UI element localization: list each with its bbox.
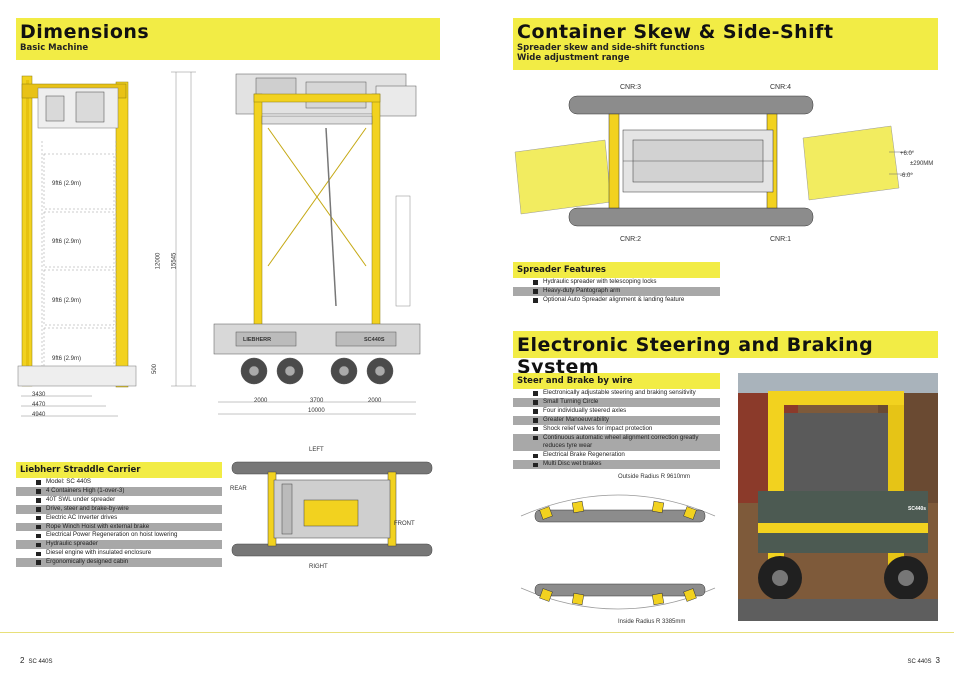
carrier-features-heading: Liebherr Straddle Carrier <box>16 462 222 478</box>
dimensions-banner: Dimensions Basic Machine <box>16 18 440 60</box>
front-brand-label: LIEBHERR <box>243 337 272 343</box>
dimensions-title: Dimensions <box>20 21 150 43</box>
skew-subtitle-1: Spreader skew and side-shift functions <box>517 43 705 53</box>
list-item: Ergonomically designed cabin <box>16 558 222 568</box>
skew-subtitle-2: Wide adjustment range <box>517 53 630 63</box>
skew-angle-minus: -6.0° <box>900 173 913 179</box>
straddle-carrier-photo: SC440s <box>738 373 938 621</box>
height-dim-15545: 15545 <box>171 252 178 270</box>
list-item: Diesel engine with insulated enclosure <box>16 549 222 559</box>
side-dim-3: 9ft6 (2.9m) <box>52 298 82 304</box>
steering-title: Electronic Steering and Braking System <box>517 334 874 378</box>
spreader-features-heading: Spreader Features <box>513 262 720 278</box>
list-item: Electrical Power Regeneration on hoist l… <box>16 531 222 541</box>
list-item: Rope Winch Hoist with external brake <box>16 522 222 532</box>
list-item: Four individually steered axles <box>513 406 720 416</box>
list-item: Multi Disc wet brakes <box>513 460 720 470</box>
list-item: Continuous automatic wheel alignment cor… <box>513 433 720 452</box>
side-dim-4: 9ft6 (2.9m) <box>52 356 82 362</box>
width-dim-4470: 4470 <box>32 402 46 408</box>
steering-features-heading: Steer and Brake by wire <box>513 373 720 389</box>
outside-radius-label: Outside Radius R 9610mm <box>618 474 691 480</box>
front-model-tag: SC440S <box>364 337 385 343</box>
carrier-features-box: Liebherr Straddle Carrier Model: SC 440S… <box>16 462 222 568</box>
corner-1-label: CNR:1 <box>770 236 792 243</box>
right-page-number: 3 <box>935 656 940 665</box>
carrier-features-list: Model: SC 440S 4 Containers High (1-over… <box>16 478 222 568</box>
side-elevation-drawing <box>17 71 196 417</box>
corner-4-label: CNR:4 <box>770 84 792 91</box>
side-shift-range: ±290MM <box>910 161 934 167</box>
corner-2-label: CNR:2 <box>620 236 642 243</box>
photo-model-badge: SC440s <box>908 506 927 512</box>
list-item: 40T SWL under spreader <box>16 495 222 505</box>
steering-features-box: Steer and Brake by wire Electronically a… <box>513 373 720 470</box>
corner-3-label: CNR:3 <box>620 84 642 91</box>
list-item: Heavy-duty Pantograph arm <box>513 286 720 296</box>
turning-inside-diagram <box>520 583 716 610</box>
front-elevation-drawing <box>213 73 421 415</box>
list-item: Greater Manoeuvrability <box>513 415 720 425</box>
skew-angle-plus: +6.0° <box>900 151 915 157</box>
width-dim-4940: 4940 <box>32 412 46 418</box>
turning-outside-diagram <box>520 494 716 523</box>
left-footer-model: SC 440S <box>28 659 53 665</box>
front-dim-10000: 10000 <box>308 408 325 414</box>
dimensions-subtitle: Basic Machine <box>20 43 89 53</box>
steering-features-list: Electronically adjustable steering and b… <box>513 389 720 470</box>
list-item: 4 Containers High (1-over-3) <box>16 486 222 496</box>
list-item: Shock relief valves for impact protectio… <box>513 424 720 434</box>
front-dim-2000-right: 2000 <box>368 398 382 404</box>
list-item: Model: SC 440S <box>16 478 222 487</box>
side-dim-1: 9ft6 (2.9m) <box>52 181 82 187</box>
skew-title: Container Skew & Side-Shift <box>517 21 834 43</box>
inside-radius-label: Inside Radius R 3385mm <box>618 619 686 625</box>
left-page-number: 2 <box>20 656 25 665</box>
height-dim-12000: 12000 <box>155 252 162 270</box>
top-view-rear-label: REAR <box>230 486 247 492</box>
top-view-front-label: FRONT <box>394 521 415 527</box>
list-item: Drive, steer and brake-by-wire <box>16 504 222 514</box>
skew-diagram <box>514 95 913 227</box>
spreader-features-box: Spreader Features Hydraulic spreader wit… <box>513 262 720 305</box>
side-dim-2: 9ft6 (2.9m) <box>52 239 82 245</box>
front-dim-3700: 3700 <box>310 398 324 404</box>
right-footer-model: SC 440S <box>907 659 932 665</box>
list-item: Hydraulic spreader with telescoping lock… <box>513 278 720 287</box>
spreader-features-list: Hydraulic spreader with telescoping lock… <box>513 278 720 305</box>
footer-divider <box>0 632 954 633</box>
list-item: Electric AC Inverter drives <box>16 513 222 523</box>
steering-banner: Electronic Steering and Braking System <box>513 331 938 378</box>
list-item: Optional Auto Spreader alignment & landi… <box>513 295 720 305</box>
list-item: Electrical Brake Regeneration <box>513 451 720 461</box>
list-item: Electronically adjustable steering and b… <box>513 389 720 398</box>
list-item: Hydraulic spreader <box>16 540 222 550</box>
skew-banner: Container Skew & Side-Shift Spreader ske… <box>513 18 938 70</box>
height-dim-500: 500 <box>152 363 159 375</box>
top-view-left-label: LEFT <box>309 447 324 453</box>
front-dim-2000-left: 2000 <box>254 398 268 404</box>
width-dim-3430: 3430 <box>32 392 46 398</box>
top-view-right-label: RIGHT <box>309 564 328 570</box>
list-item: Small Turning Circle <box>513 397 720 407</box>
top-view-drawing <box>231 461 433 557</box>
